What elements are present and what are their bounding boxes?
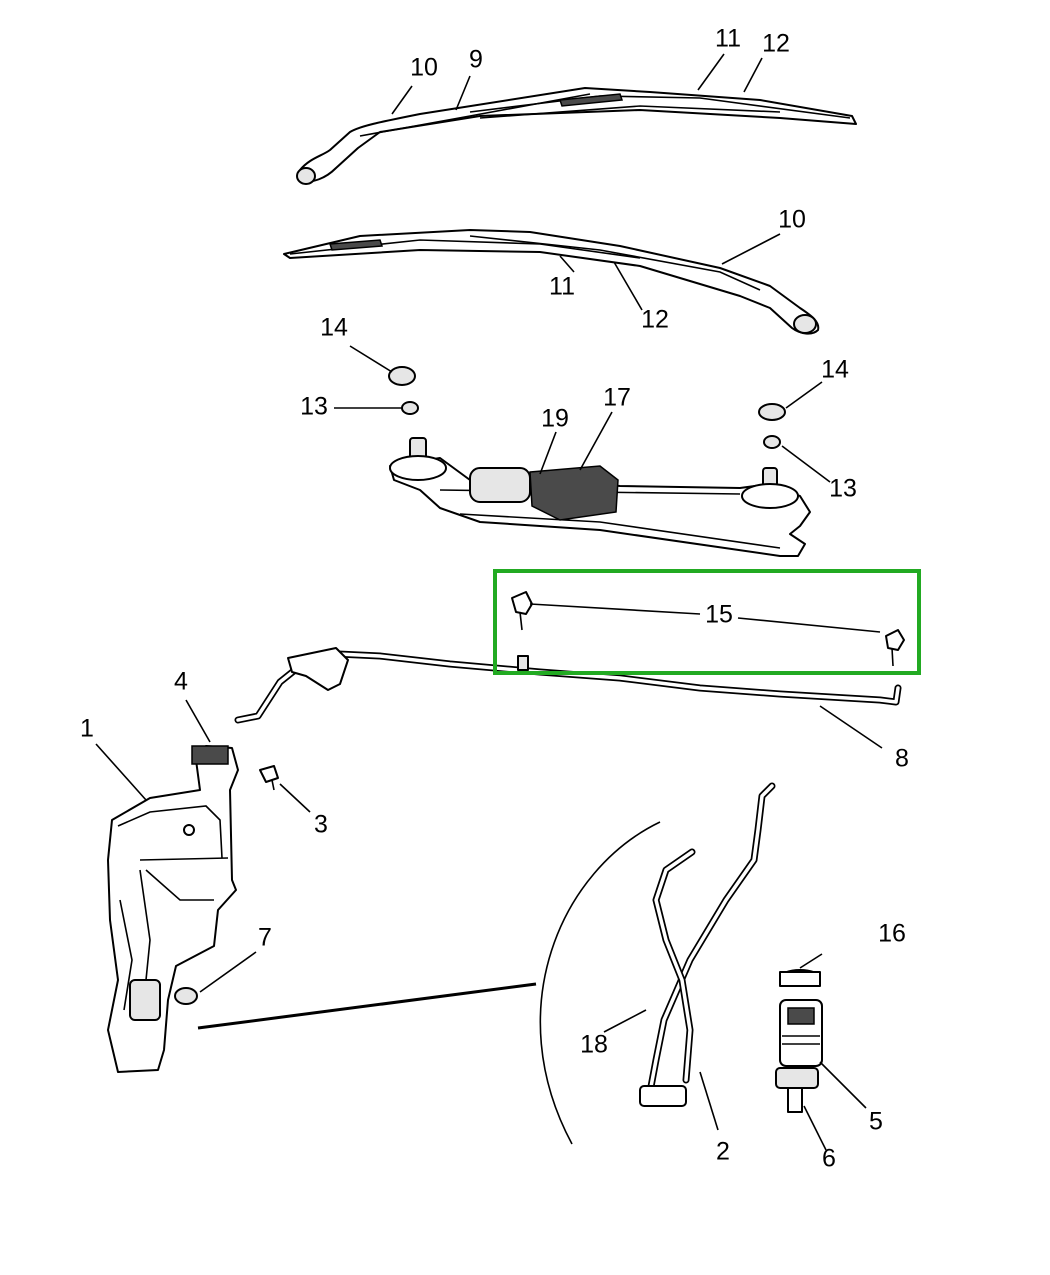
callout-16: 16 [878,920,906,948]
callout-19: 19 [541,405,569,433]
callout-12-lower: 12 [641,306,669,334]
pivot-caps-left[interactable] [388,366,419,415]
callout-9: 9 [469,46,483,74]
callout-3: 3 [314,811,328,839]
callout-2: 2 [716,1138,730,1166]
washer-hoses-detail[interactable] [639,782,776,1107]
grommet[interactable] [174,987,198,1005]
callout-11-lower: 11 [549,273,575,301]
washer-nozzles[interactable] [511,591,905,667]
upper-wiper-arm-and-blade[interactable] [296,87,857,185]
callout-11-upper: 11 [715,25,741,53]
callout-15: 15 [705,601,733,629]
callout-5: 5 [869,1108,883,1136]
callout-10-lower: 10 [778,206,806,234]
highlight-box [493,569,921,675]
washer-pump-motor[interactable] [779,999,823,1067]
callout-14-left: 14 [320,314,348,342]
callout-10-upper: 10 [410,54,438,82]
wiper-linkage-and-motor[interactable] [389,437,811,557]
washer-hose-assembly[interactable] [234,647,902,724]
mounting-screw[interactable] [259,765,279,791]
leader-lines [95,53,883,1151]
callout-14-right: 14 [821,356,849,384]
callout-7: 7 [258,924,272,952]
callout-18: 18 [580,1031,608,1059]
callout-12-upper: 12 [762,30,790,58]
callout-6: 6 [822,1145,836,1173]
callout-4: 4 [174,668,188,696]
callout-13-left: 13 [300,393,328,421]
callout-17: 17 [603,384,631,412]
detail-view-callout [197,821,661,1145]
callout-numbers: 10 9 11 12 10 11 12 14 13 14 13 19 17 15… [80,25,909,1173]
callout-8: 8 [895,745,909,773]
callout-13-right: 13 [829,475,857,503]
lower-wiper-arm-and-blade[interactable] [283,229,820,335]
washer-fluid-reservoir[interactable] [107,745,239,1073]
pivot-caps-right[interactable] [758,403,786,449]
washer-pump-seal[interactable] [779,969,821,987]
washer-pump-connector[interactable] [775,1067,819,1113]
callout-1: 1 [80,715,94,743]
